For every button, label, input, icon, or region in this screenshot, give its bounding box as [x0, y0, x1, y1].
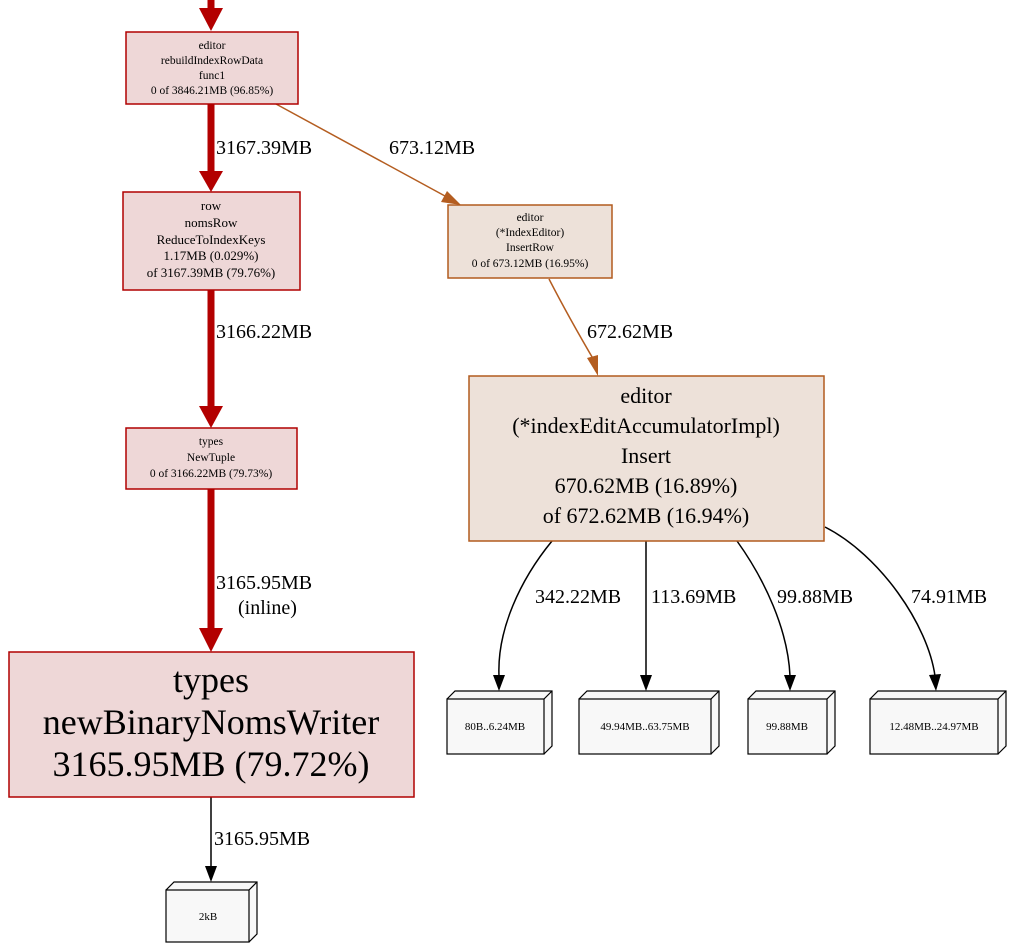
box-80b-label: 80B..6.24MB — [465, 721, 525, 733]
node-reduce-line-1: row — [201, 198, 222, 213]
node-newtuple-line-3: 0 of 3166.22MB (79.73%) — [150, 468, 273, 480]
edge-insert-to-49 — [640, 541, 652, 691]
edge-insert-to-99 — [736, 540, 796, 691]
box-49-label: 49.94MB..63.75MB — [600, 721, 689, 733]
node-insert-line-4: 670.62MB (16.89%) — [555, 473, 738, 498]
node-rebuild-index-row-data[interactable]: editor rebuildIndexRowData func1 0 of 38… — [125, 31, 299, 105]
node-newtuple-line-2: NewTuple — [187, 452, 235, 464]
node-insertrow-line-2: (*IndexEditor) — [496, 227, 565, 239]
node-rebuild-line-2: rebuildIndexRowData — [161, 55, 263, 67]
node-reduce-line-3: ReduceToIndexKeys — [157, 232, 266, 247]
edge-insertrow-to-insert — [548, 278, 598, 376]
edge-label-insert-to-49: 113.69MB — [651, 586, 736, 608]
node-insert-line-5: of 672.62MB (16.94%) — [543, 503, 750, 528]
edge-label-insert-to-80b: 342.22MB — [535, 586, 621, 608]
node-writer-line-1: types — [173, 660, 249, 700]
edge-label-rebuild-to-reduce: 3167.39MB — [216, 137, 312, 159]
edge-label-rebuild-to-insertrow: 673.12MB — [389, 137, 475, 159]
node-insertrow-line-4: 0 of 673.12MB (16.95%) — [472, 258, 589, 270]
node-insertrow-line-1: editor — [517, 212, 544, 224]
node-insert-line-1: editor — [620, 383, 672, 408]
node-writer-line-3: 3165.95MB (79.72%) — [53, 744, 370, 784]
box-2kb-label: 2kB — [199, 911, 217, 923]
edge-rebuild-to-insertrow — [275, 103, 461, 205]
box-49-94mb-63-75mb[interactable]: 49.94MB..63.75MB — [578, 690, 720, 755]
box-12-label: 12.48MB..24.97MB — [889, 721, 978, 733]
node-reduce-to-index-keys[interactable]: row nomsRow ReduceToIndexKeys 1.17MB (0.… — [122, 191, 301, 291]
node-insert-line-3: Insert — [621, 443, 671, 468]
edge-label-reduce-to-newtuple: 3166.22MB — [216, 321, 312, 343]
node-newtuple-line-1: types — [199, 436, 224, 448]
edge-insert-to-80b — [493, 540, 553, 691]
edge-writer-to-2kb — [205, 797, 217, 882]
edge-label-insertrow-to-insert: 672.62MB — [587, 321, 673, 343]
node-rebuild-line-4: 0 of 3846.21MB (96.85%) — [151, 85, 274, 97]
edge-label-insert-to-99: 99.88MB — [777, 586, 853, 608]
node-reduce-line-5: of 3167.39MB (79.76%) — [147, 265, 276, 280]
node-index-edit-accumulator-insert[interactable]: editor (*indexEditAccumulatorImpl) Inser… — [468, 375, 825, 542]
box-99-label: 99.88MB — [766, 721, 808, 733]
box-99-88mb[interactable]: 99.88MB — [747, 690, 836, 755]
edge-newtuple-to-writer — [199, 489, 223, 652]
box-80b-6-24mb[interactable]: 80B..6.24MB — [446, 690, 553, 755]
edge-incoming-top — [199, 0, 223, 31]
node-new-binary-noms-writer[interactable]: types newBinaryNomsWriter 3165.95MB (79.… — [8, 651, 415, 798]
edge-label-newtuple-to-writer: 3165.95MB — [216, 572, 312, 594]
edge-rebuild-to-reduce — [199, 104, 223, 192]
edge-insert-to-12 — [824, 526, 941, 691]
node-reduce-line-2: nomsRow — [185, 215, 238, 230]
node-index-editor-insert-row[interactable]: editor (*IndexEditor) InsertRow 0 of 673… — [447, 204, 613, 279]
box-2kb[interactable]: 2kB — [165, 881, 258, 943]
edge-label-insert-to-12: 74.91MB — [911, 586, 987, 608]
node-rebuild-line-1: editor — [199, 40, 226, 52]
node-reduce-line-4: 1.17MB (0.029%) — [164, 248, 259, 263]
edge-label-writer-to-2kb: 3165.95MB — [214, 828, 310, 850]
node-insert-line-2: (*indexEditAccumulatorImpl) — [512, 413, 780, 438]
node-writer-line-2: newBinaryNomsWriter — [43, 702, 379, 742]
node-new-tuple[interactable]: types NewTuple 0 of 3166.22MB (79.73%) — [125, 427, 298, 490]
box-12-48mb-24-97mb[interactable]: 12.48MB..24.97MB — [869, 690, 1007, 755]
edge-reduce-to-newtuple — [199, 290, 223, 428]
node-rebuild-line-3: func1 — [199, 70, 225, 82]
node-insertrow-line-3: InsertRow — [506, 242, 555, 254]
edge-label-newtuple-to-writer-inline: (inline) — [238, 597, 297, 619]
